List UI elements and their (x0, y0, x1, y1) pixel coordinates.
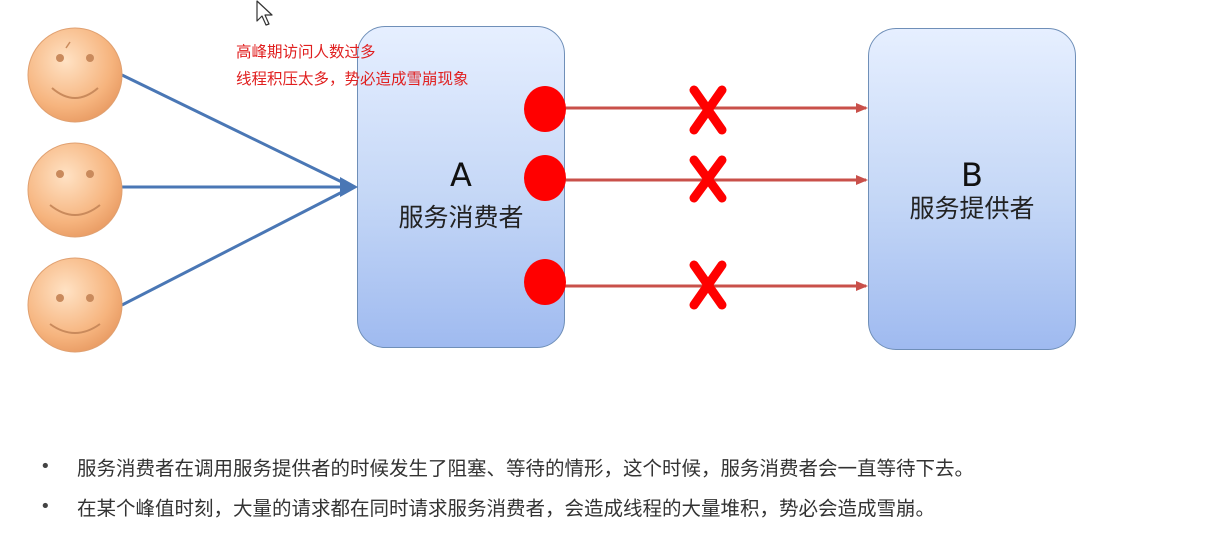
user-arrow-1 (121, 73, 351, 188)
peak-note-line-2: 线程积压太多，势必造成雪崩现象 (236, 70, 469, 88)
bullet-text-1: 服务消费者在调用服务提供者的时候发生了阻塞、等待的情形，这个时候，服务消费者会一… (77, 457, 975, 480)
bullet-item-1: • 服务消费者在调用服务提供者的时候发生了阻塞、等待的情形，这个时候，服务消费者… (40, 452, 1225, 492)
bullet-dot-icon: • (40, 496, 51, 517)
peak-note-line-1: 高峰期访问人数过多 (236, 43, 376, 61)
red-x-icon-3 (689, 260, 727, 310)
bullet-dot-icon: • (40, 456, 51, 477)
consumer-name: 服务消费者 (398, 203, 524, 232)
user-face-2 (27, 142, 123, 238)
user-arrow-3 (121, 186, 351, 307)
blocked-marks (689, 85, 727, 310)
user-face-1 (27, 27, 123, 123)
service-provider-box: B 服务提供者 (868, 28, 1076, 350)
provider-name: 服务提供者 (909, 194, 1035, 223)
thread-dot-1 (524, 86, 566, 132)
user-face-3 (27, 257, 123, 353)
bullet-list: • 服务消费者在调用服务提供者的时候发生了阻塞、等待的情形，这个时候，服务消费者… (40, 452, 1225, 532)
user-arrow-head (340, 177, 358, 197)
mouse-pointer-icon (256, 0, 273, 26)
provider-letter: B (961, 156, 983, 194)
thread-dots (524, 86, 566, 305)
red-x-icon-1 (689, 85, 727, 135)
bullet-item-2: • 在某个峰值时刻，大量的请求都在同时请求服务消费者，会造成线程的大量堆积，势必… (40, 492, 1225, 532)
thread-dot-2 (524, 155, 566, 201)
call-arrows (565, 103, 868, 291)
thread-dot-3 (524, 259, 566, 305)
bullet-text-2: 在某个峰值时刻，大量的请求都在同时请求服务消费者，会造成线程的大量堆积，势必会造… (77, 497, 936, 520)
red-x-icon-2 (689, 155, 727, 203)
user-arrows (121, 73, 358, 307)
consumer-letter: A (450, 156, 472, 194)
